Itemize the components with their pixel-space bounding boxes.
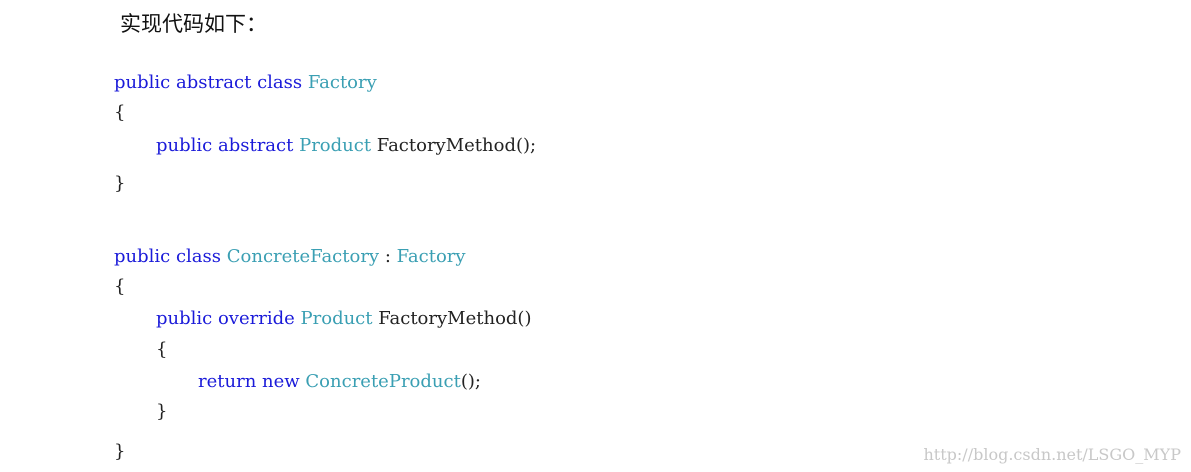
keyword: public [156,135,213,156]
keyword: abstract [217,135,294,156]
type-name: Factory [396,246,466,267]
keyword: abstract [175,72,252,93]
code-line-method-open-brace: { [156,339,167,361]
type-name: Product [300,308,373,329]
keyword: new [262,371,300,392]
code-line-return: return new ConcreteProduct(); [198,371,481,393]
keyword: return [198,371,257,392]
watermark: http://blog.csdn.net/LSGO_MYP [923,445,1182,464]
section-heading: 实现代码如下： [120,12,267,36]
method-name: FactoryMethod(); [376,135,537,156]
keyword: public [114,72,171,93]
call-parens: (); [460,371,481,392]
code-line-close-brace: } [114,441,125,463]
code-line-class-concrete-factory: public class ConcreteFactory : Factory [114,246,466,268]
type-name: ConcreteFactory [226,246,380,267]
code-line-method-close-brace: } [156,401,167,423]
code-line-abstract-method: public abstract Product FactoryMethod(); [156,135,536,157]
brace: { [114,276,126,297]
type-name: Product [299,135,372,156]
inheritance-separator: : [384,246,391,267]
code-line-close-brace: } [114,173,125,195]
method-name: FactoryMethod() [378,308,532,329]
brace: } [156,401,168,422]
code-line-override-method: public override Product FactoryMethod() [156,308,531,330]
type-name: ConcreteProduct [305,371,461,392]
keyword: class [175,246,222,267]
keyword: public [114,246,171,267]
keyword: override [217,308,295,329]
code-line-class-factory: public abstract class Factory [114,72,377,94]
brace: { [156,339,168,360]
code-line-open-brace: { [114,276,125,298]
keyword: class [257,72,303,93]
brace: } [114,441,126,462]
code-line-open-brace: { [114,102,125,124]
brace: { [114,102,126,123]
keyword: public [156,308,213,329]
type-name: Factory [307,72,377,93]
brace: } [114,173,126,194]
